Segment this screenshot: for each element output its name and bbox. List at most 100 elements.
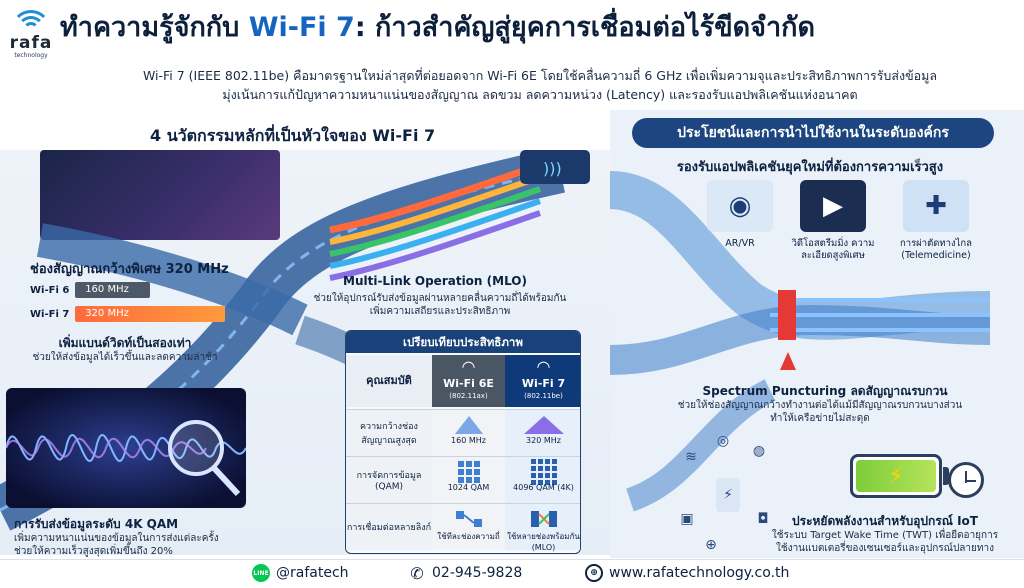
wifi-icon: ◠ (536, 357, 551, 376)
single-link-icon (455, 511, 482, 527)
signal-wave-panel (6, 388, 246, 508)
vr-headset-icon: ◉ (707, 180, 773, 232)
wifi-icon: ◠ (461, 357, 476, 376)
bandwidth-row-wifi6: Wi-Fi 6 160 MHz (30, 282, 151, 298)
spectrum-desc-1: ช่วยให้ช่องสัญญาณกว้างทำงานต่อได้แม้มีสั… (677, 400, 963, 411)
channel-width-icon (454, 416, 483, 434)
bandwidth-label: ช่องสัญญาณกว้างพิเศษ 320 MHz (30, 262, 229, 277)
footer-phone-text: 02-945-9828 (432, 565, 523, 581)
clock-icon (948, 462, 984, 498)
app-label: AR/VR (725, 238, 755, 249)
page-title: ทำความรู้จักกับ Wi-Fi 7: ก้าวสำคัญสู่ยุค… (60, 10, 1020, 46)
row-label: การจัดการข้อมูล (QAM) (346, 457, 432, 503)
bandwidth-row-wifi7: Wi-Fi 7 320 MHz (30, 306, 226, 322)
qam-grid-icon (457, 461, 480, 483)
footer-web-link[interactable]: ⊕ www.rafatechnology.co.th (585, 564, 789, 582)
phone-device-icon: ⚡ (716, 478, 740, 512)
row-value-text: 1024 QAM (447, 483, 490, 492)
intro-line-2: มุ่งเน้นการแก้ปัญหาความหนาแน่นของสัญญาณ … (222, 87, 858, 102)
footer-line-link[interactable]: LINE @rafatech (252, 564, 349, 582)
title-prefix: ทำความรู้จักกับ (60, 12, 249, 43)
svg-text:))): ))) (543, 159, 562, 178)
app-label: วิดีโอสตรีมมิ่ง ความละเอียดสูงพิเศษ (791, 238, 875, 261)
comparison-attr-header: คุณสมบัติ (346, 355, 432, 407)
app-telemedicine: ✚ การผ่าตัดทางไกล (Telemedicine) (886, 180, 986, 262)
col-name: Wi-Fi 6E (443, 377, 494, 390)
mlo-title: Multi-Link Operation (MLO) (343, 274, 527, 288)
bandwidth-title: เพิ่มแบนด์วิดท์เป็นสองเท่า (58, 336, 192, 350)
spectrum-desc-2: ทำให้เครือข่ายไม่สะดุด (770, 413, 870, 424)
intro-line-1: Wi-Fi 7 (IEEE 802.11be) คือมาตรฐานใหม่ล่… (142, 68, 938, 83)
comparison-col-wifi6e: ◠ Wi-Fi 6E (802.11ax) (432, 355, 505, 407)
video-stream-icon: ▶ (800, 180, 866, 232)
row-value-text: ใช้ทีละช่องความถี่ (437, 532, 500, 541)
bandwidth-desc: ช่วยให้ส่งข้อมูลได้เร็วขึ้นและลดความล่าช… (32, 352, 218, 363)
comparison-col-wifi7: ◠ Wi-Fi 7 (802.11be) (505, 355, 580, 407)
line-icon: LINE (252, 564, 270, 582)
bandwidth-row-name: Wi-Fi 6 (30, 285, 70, 296)
row-value-b: 320 MHz (505, 410, 580, 456)
plug-device-icon: ⊕ (705, 537, 717, 553)
speed-light-panel (40, 150, 280, 240)
iot-desc-2: ใช้งานแบตเตอรี่ของเซนเซอร์และอุปกรณ์ปลาย… (776, 543, 994, 554)
table-row: ความกว้างช่องสัญญาณสูงสุด 160 MHz 320 MH… (346, 409, 580, 456)
brand-sub: technology (14, 52, 48, 59)
table-row: การเชื่อมต่อหลายลิงก์ ใช้ทีละช่องความถี่… (346, 503, 580, 552)
mlo-desc-2: เพิ่มความเสถียรและประสิทธิภาพ (369, 306, 511, 317)
router-icon (520, 150, 590, 184)
wifi-logo-icon (9, 8, 53, 34)
row-value-a: ใช้ทีละช่องความถี่ (432, 504, 505, 550)
footer-phone-link[interactable]: ✆ 02-945-9828 (408, 563, 523, 583)
phone-icon: ✆ (410, 563, 424, 583)
qam-desc-1: เพิ่มความหนาแน่นของข้อมูลในการส่งแต่ละคร… (14, 533, 219, 544)
multi-link-icon (530, 511, 557, 527)
app-video-streaming: ▶ วิดีโอสตรีมมิ่ง ความละเอียดสูงพิเศษ (783, 180, 883, 262)
apps-title: รองรับแอปพลิเคชันยุคใหม่ที่ต้องการความเร… (676, 160, 944, 175)
comparison-title: เปรียบเทียบประสิทธิภาพ (346, 331, 580, 353)
battery-tip (943, 467, 949, 485)
benefits-heading: ประโยชน์และการนำไปใช้งานในระดับองค์กร (632, 118, 994, 148)
app-label: การผ่าตัดทางไกล (Telemedicine) (899, 238, 972, 261)
row-value-text: 4096 QAM (4K) (513, 483, 574, 492)
data-stream-illustration (610, 171, 991, 512)
sensor-device-icon: ◍ (752, 443, 766, 459)
row-value-text: 160 MHz (451, 436, 486, 445)
battery-icon: ⚡ (850, 454, 942, 498)
qam-grid-icon (530, 459, 557, 485)
row-value-text: 320 MHz (526, 436, 561, 445)
brand-logo[interactable]: rafa technology (8, 8, 54, 70)
iot-desc-1: ใช้ระบบ Target Wake Time (TWT) เพื่อยืดอ… (771, 530, 999, 541)
camera-device-icon: ◎ (716, 433, 730, 449)
app-ar-vr: ◉ AR/VR (690, 180, 790, 250)
globe-icon: ⊕ (585, 564, 603, 582)
title-highlight: Wi-Fi 7 (248, 12, 355, 43)
bandwidth-bar: 320 MHz (75, 306, 226, 322)
row-value-a: 160 MHz (432, 410, 505, 456)
row-value-a: 1024 QAM (432, 457, 505, 503)
wifi-device-icon: ≋ (685, 449, 697, 465)
telemedicine-icon: ✚ (903, 180, 969, 232)
bandwidth-row-name: Wi-Fi 7 (30, 309, 70, 320)
row-value-b: 4096 QAM (4K) (505, 457, 580, 503)
interference-block-icon (778, 290, 796, 340)
row-value-b: ใช้หลายช่องพร้อมกัน (MLO) (505, 504, 580, 552)
row-label: ความกว้างช่องสัญญาณสูงสุด (346, 410, 432, 456)
iot-title: ประหยัดพลังงานสำหรับอุปกรณ์ IoT (792, 514, 978, 528)
row-label: การเชื่อมต่อหลายลิงก์ (346, 504, 432, 550)
smart-speaker-icon: ◘ (757, 511, 769, 527)
bandwidth-bar: 160 MHz (75, 282, 151, 298)
title-suffix: : ก้าวสำคัญสู่ยุคการเชื่อมต่อไร้ขีดจำกัด (354, 12, 816, 43)
mlo-desc-1: ช่วยให้อุปกรณ์รับส่งข้อมูลผ่านหลายคลื่นค… (313, 293, 567, 304)
footer-web-text: www.rafatechnology.co.th (609, 565, 790, 581)
magnifier-icon (168, 420, 224, 476)
row-value-text: ใช้หลายช่องพร้อมกัน (MLO) (507, 532, 580, 552)
qam-desc-2: ช่วยให้ความเร็วสูงสุดเพิ่มขึ้นถึง 20% (14, 546, 173, 557)
footer-line-text: @rafatech (276, 565, 349, 581)
innovations-heading: 4 นวัตกรรมหลักที่เป็นหัวใจของ Wi-Fi 7 (150, 126, 436, 145)
spectrum-title: Spectrum Puncturing ลดสัญญาณรบกวน (702, 384, 948, 398)
channel-width-icon (523, 416, 564, 434)
table-row: การจัดการข้อมูล (QAM) 1024 QAM 4096 QAM … (346, 456, 580, 503)
footer-bar (0, 559, 1024, 588)
signal-wave-icon (6, 420, 246, 497)
col-sub: (802.11ax) (449, 392, 488, 400)
